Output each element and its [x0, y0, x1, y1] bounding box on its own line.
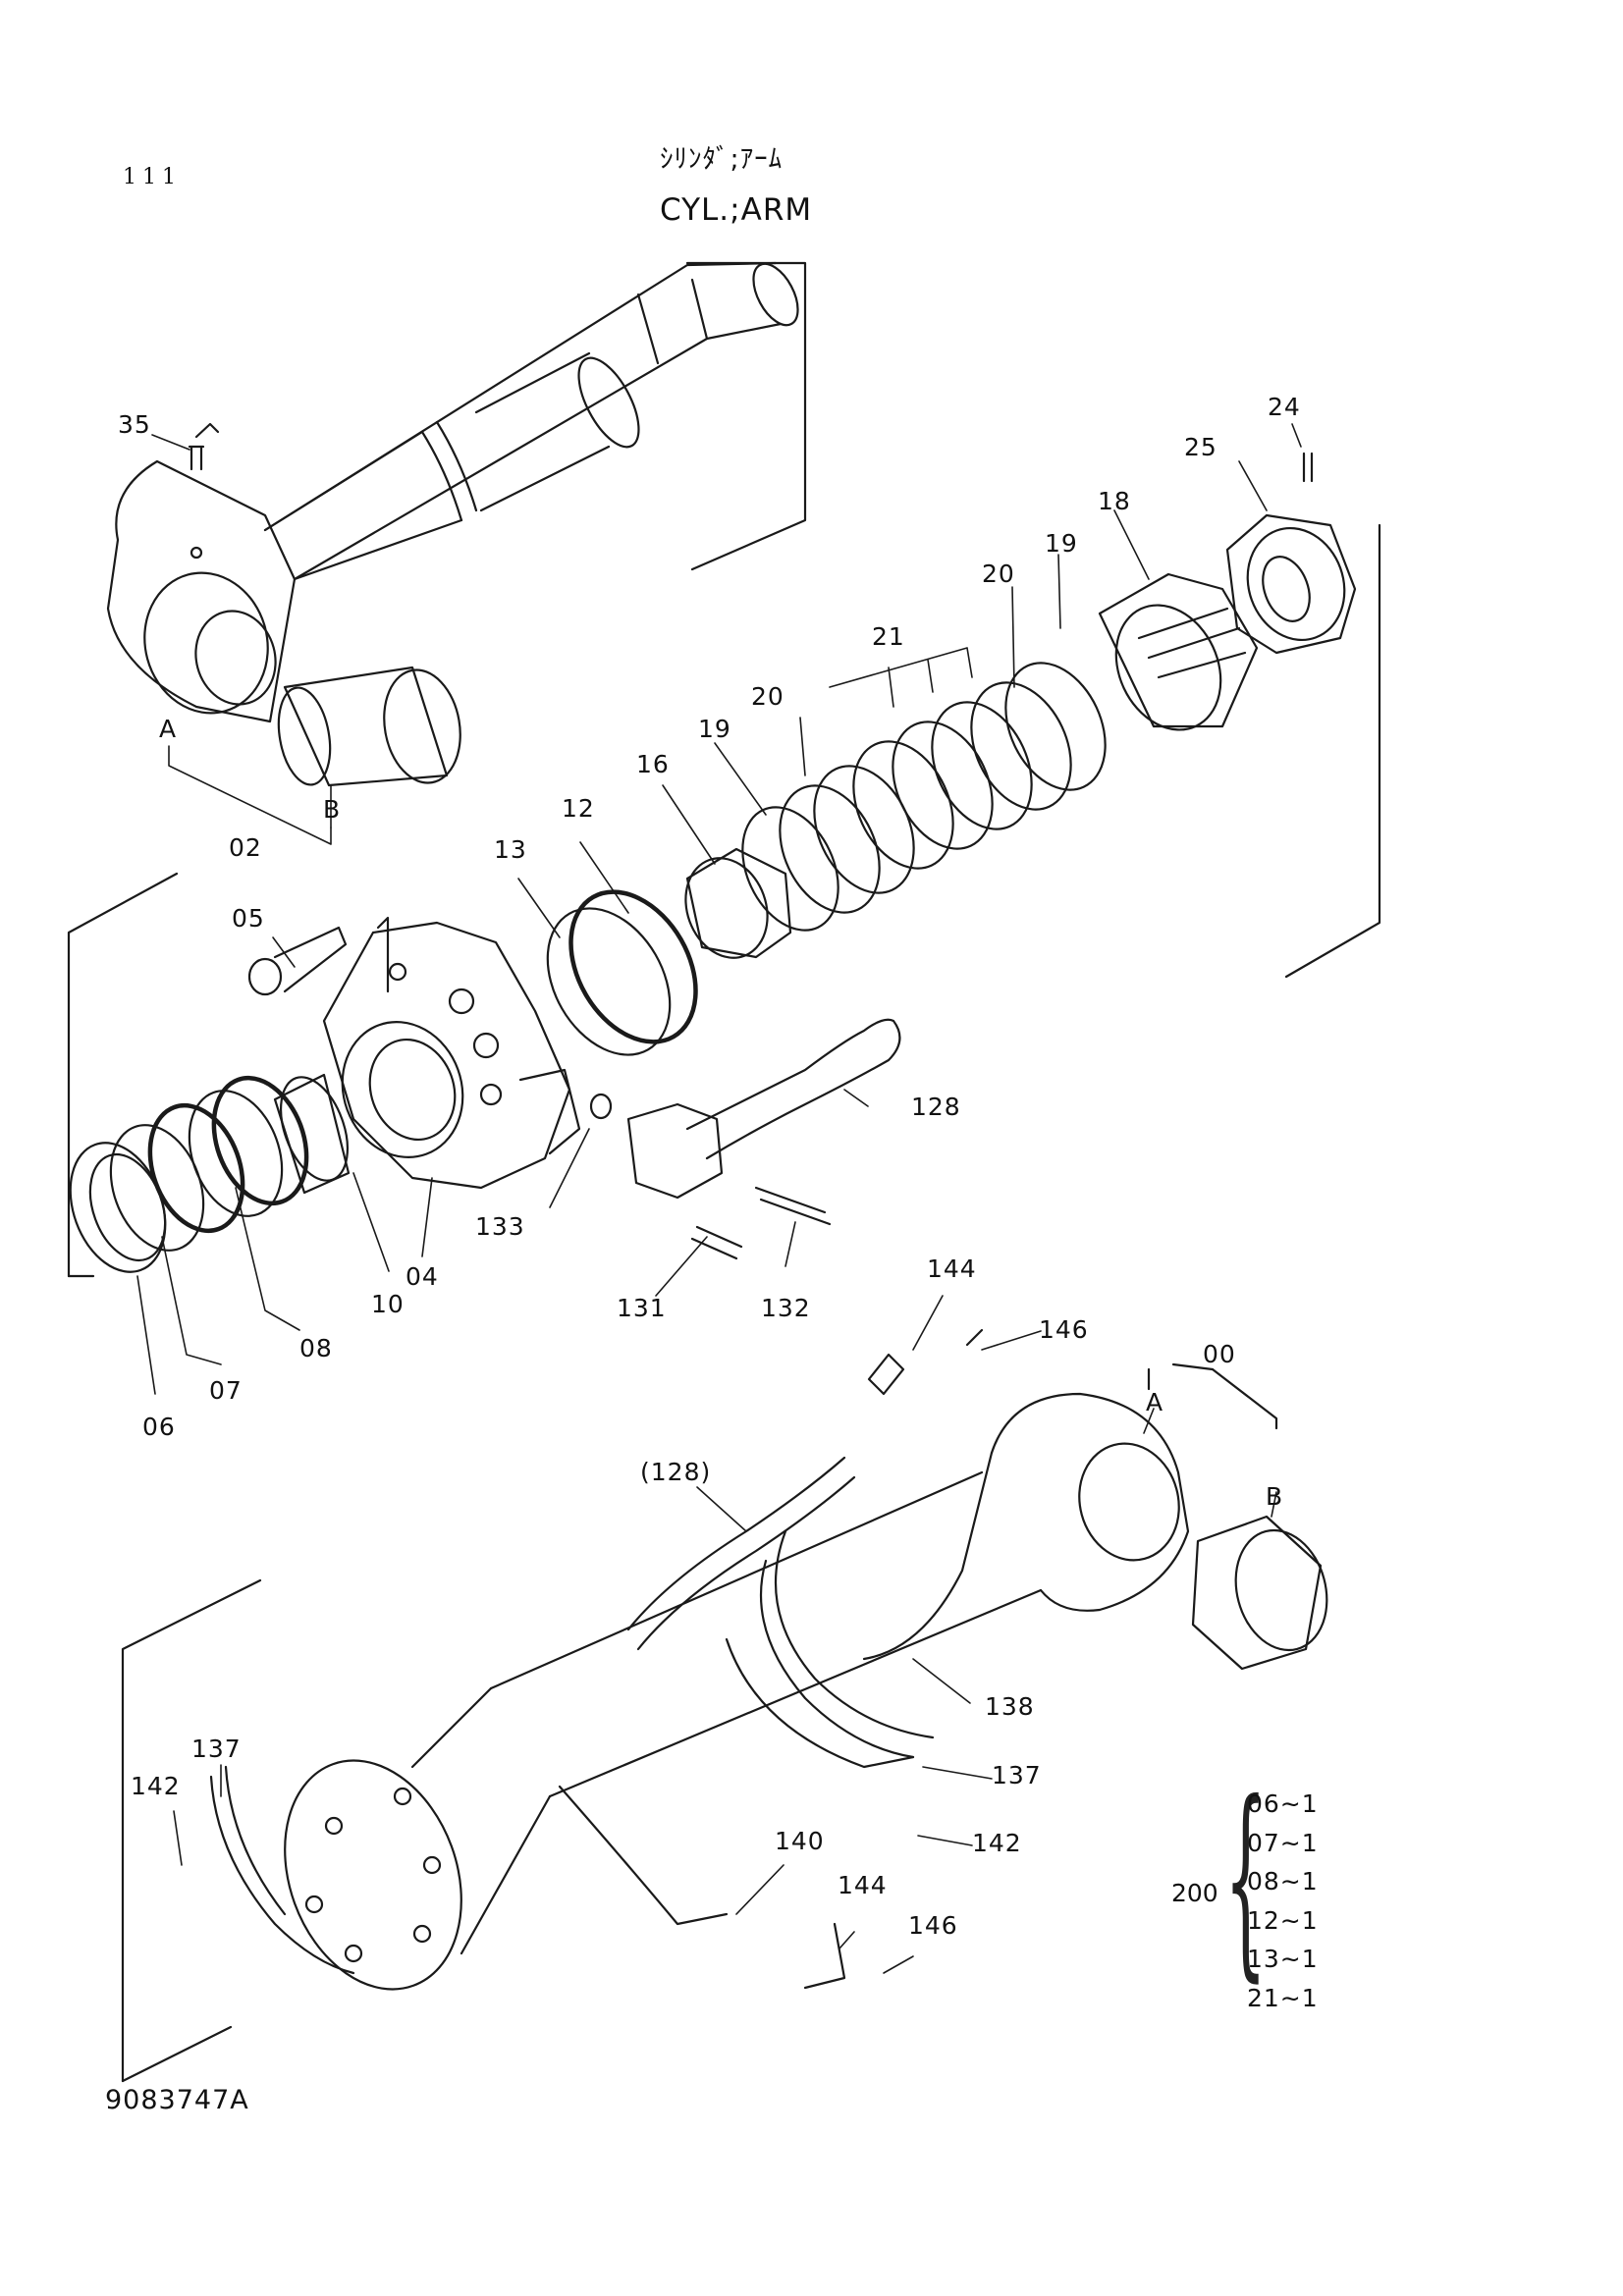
callout-13: 13 [494, 835, 527, 864]
page-number: 111 [123, 165, 182, 189]
piston-rod-assembly [106, 261, 807, 787]
callout-142-left: 142 [131, 1772, 181, 1800]
callout-128: 128 [911, 1093, 961, 1121]
callout-128-ref: (128) [640, 1458, 712, 1486]
leader-lines [136, 423, 1302, 1974]
callout-05: 05 [232, 904, 265, 933]
callout-24: 24 [1268, 393, 1301, 421]
callout-08: 08 [299, 1334, 333, 1362]
callout-18: 18 [1098, 487, 1131, 515]
seal-kit-item: 07∼1 [1247, 1828, 1319, 1857]
callout-140: 140 [775, 1827, 825, 1855]
callout-a-tube: A [1146, 1388, 1164, 1416]
title-japanese: ｼﾘﾝﾀﾞ;ｱｰﾑ [660, 144, 784, 175]
piston-assembly [684, 452, 1381, 979]
seal-kit-item: 06∼1 [1247, 1789, 1319, 1818]
callout-146-upper: 146 [1039, 1315, 1089, 1344]
callout-144-lower: 144 [838, 1871, 888, 1899]
seal-kit-item: 12∼1 [1247, 1905, 1319, 1935]
seal-kit-brace: { [1224, 1757, 1268, 2000]
callout-35: 35 [118, 410, 151, 439]
callout-146-lower: 146 [908, 1911, 958, 1940]
callout-10: 10 [371, 1290, 405, 1318]
title-english: CYL.;ARM [660, 192, 813, 228]
seal-kit-list: 06∼1 07∼1 08∼1 12∼1 13∼1 21∼1 [1247, 1785, 1319, 2017]
callout-132: 132 [761, 1294, 811, 1322]
callout-138: 138 [985, 1692, 1035, 1721]
callout-142-right: 142 [972, 1829, 1022, 1857]
callout-a-rod: A [159, 715, 178, 743]
callout-07: 07 [209, 1376, 243, 1405]
seal-kit-item: 13∼1 [1247, 1945, 1319, 1973]
callout-20-lower: 20 [751, 682, 784, 711]
callout-00: 00 [1203, 1340, 1236, 1368]
callout-06: 06 [142, 1413, 176, 1441]
callout-19-upper: 19 [1045, 529, 1078, 558]
callout-04: 04 [406, 1262, 439, 1291]
drawing-number: 9083747A [105, 2085, 249, 2115]
callout-12: 12 [562, 794, 595, 823]
callout-144-upper: 144 [927, 1255, 977, 1283]
callout-137-left: 137 [191, 1735, 242, 1763]
cylinder-head-assembly [67, 872, 901, 1278]
seal-kit-item: 21∼1 [1247, 1983, 1319, 2012]
callout-16: 16 [636, 750, 670, 778]
callout-131: 131 [617, 1294, 667, 1322]
callout-137-right: 137 [992, 1761, 1042, 1789]
callout-b-tube: B [1266, 1482, 1284, 1511]
callout-21: 21 [872, 622, 905, 651]
callout-02: 02 [229, 833, 262, 862]
seal-kit-item: 08∼1 [1247, 1867, 1319, 1896]
callout-b-rod: B [323, 795, 342, 824]
seal-kit-number: 200 [1171, 1879, 1218, 1907]
callout-133: 133 [475, 1212, 525, 1241]
callout-19-lower: 19 [698, 715, 731, 743]
callout-20-upper: 20 [982, 560, 1015, 588]
cylinder-tube-assembly [121, 1328, 1328, 2083]
callout-25: 25 [1184, 433, 1217, 461]
